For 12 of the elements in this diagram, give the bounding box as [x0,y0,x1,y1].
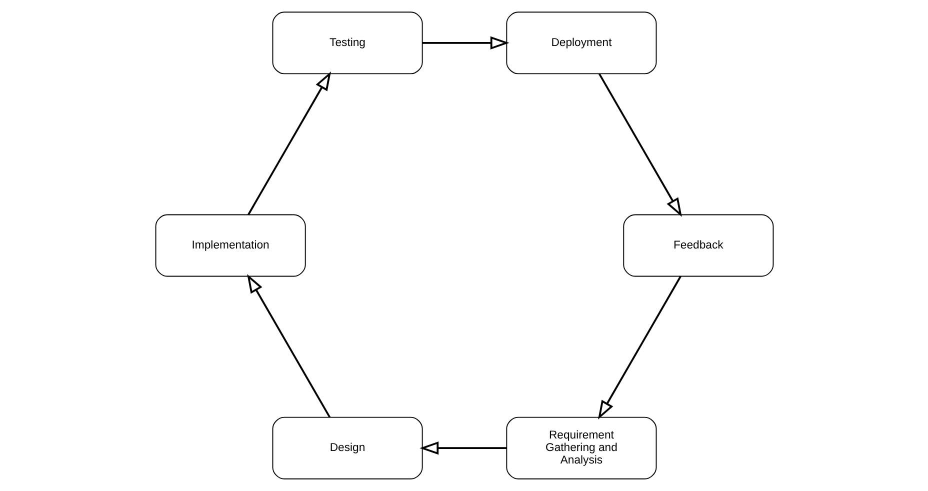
arrow [247,71,331,216]
node-box: Testing [272,12,422,74]
arrow [422,36,509,50]
arrow [597,276,681,420]
arrow [419,441,506,455]
node-box: Design [272,416,422,480]
arrow [246,274,330,418]
node-box: Feedback [622,214,774,277]
node-box: Requirement Gathering and Analysis [506,416,656,480]
arrow [598,73,682,217]
node-box: Implementation [154,214,306,277]
node-box: Deployment [506,12,656,74]
